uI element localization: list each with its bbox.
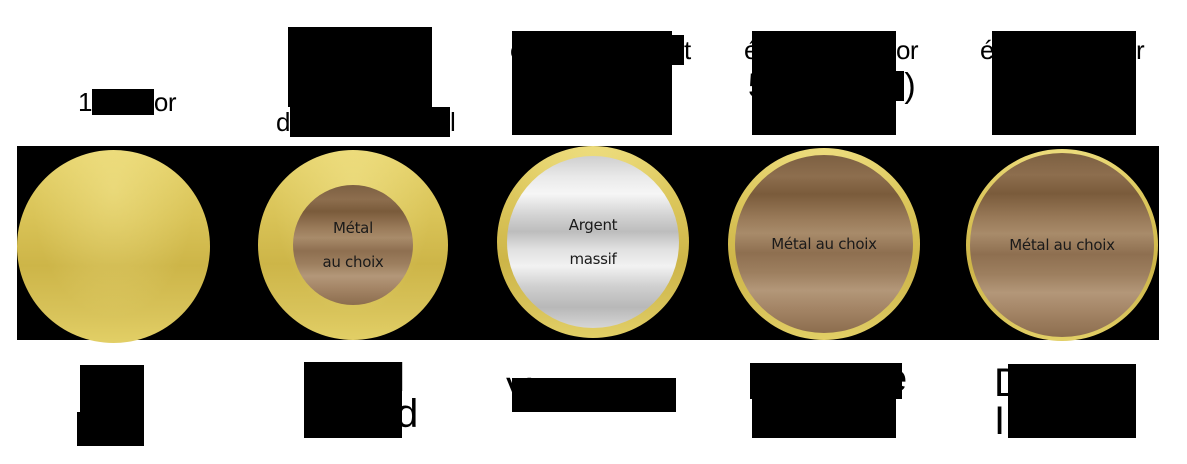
option-5-column: ér Métal au choix D I <box>950 0 1187 464</box>
option-3-top-label-redaction <box>512 31 672 135</box>
option-4-top-label-redaction <box>752 31 896 135</box>
option-4-coin-gold-rim[interactable]: Métal au choix <box>728 148 920 340</box>
option-5-top-label-redaction <box>992 31 1136 135</box>
option-4-bottom-label-visible: é <box>886 358 908 400</box>
option-2-bottom-label-visible: l d <box>396 356 419 436</box>
option-5-coin-center-bronze: Métal au choix <box>970 153 1154 337</box>
option-3-bottom-label-redaction <box>512 378 676 412</box>
option-4-column: éor 5) Métal au choix é <box>720 0 960 464</box>
option-4-bottom-label-redaction <box>750 363 902 399</box>
option-3-column: ét Argent massif V <box>480 0 720 464</box>
option-1-bottom-label-redaction <box>80 365 144 413</box>
option-1-bottom-label-redaction-2 <box>77 412 144 446</box>
option-2-top-label-redaction <box>288 27 432 107</box>
option-4-bottom-label-redaction-2 <box>752 398 896 438</box>
option-3-coin-gold-rim[interactable]: Argent massif <box>497 146 689 338</box>
option-4-coin-center-bronze: Métal au choix <box>735 155 913 333</box>
option-3-coin-center-silver: Argent massif <box>507 156 679 328</box>
option-2-bottom-label-redaction <box>304 362 402 438</box>
redaction-block <box>289 107 450 137</box>
redaction-block <box>91 89 154 115</box>
option-5-bottom-label-redaction <box>1008 364 1136 438</box>
option-2-coin-center-bronze: Métal au choix <box>293 185 413 305</box>
option-2-coin-gold-ring[interactable]: Métal au choix <box>258 150 448 340</box>
option-1-coin-solid-gold[interactable] <box>17 150 210 343</box>
option-5-coin-gold-hairline[interactable]: Métal au choix <box>966 149 1158 341</box>
